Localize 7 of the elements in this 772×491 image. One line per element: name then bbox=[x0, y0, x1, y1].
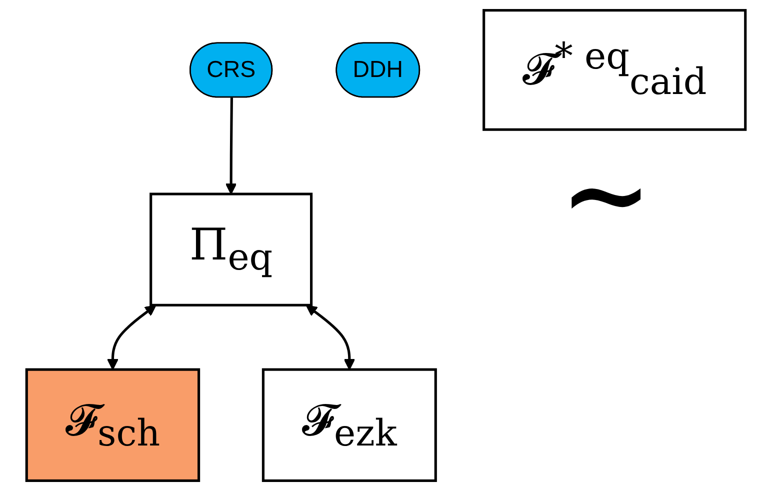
arrow bbox=[107, 304, 156, 370]
node-box: 𝓕$_{ezk}$ bbox=[262, 368, 437, 482]
node-box: 𝓕$_{sch}$ bbox=[25, 368, 200, 482]
tilde-symbol: ∼ bbox=[560, 140, 652, 250]
arrow bbox=[225, 98, 237, 195]
node-box: Π$_{eq}$ bbox=[150, 192, 313, 306]
arrow bbox=[306, 304, 356, 370]
